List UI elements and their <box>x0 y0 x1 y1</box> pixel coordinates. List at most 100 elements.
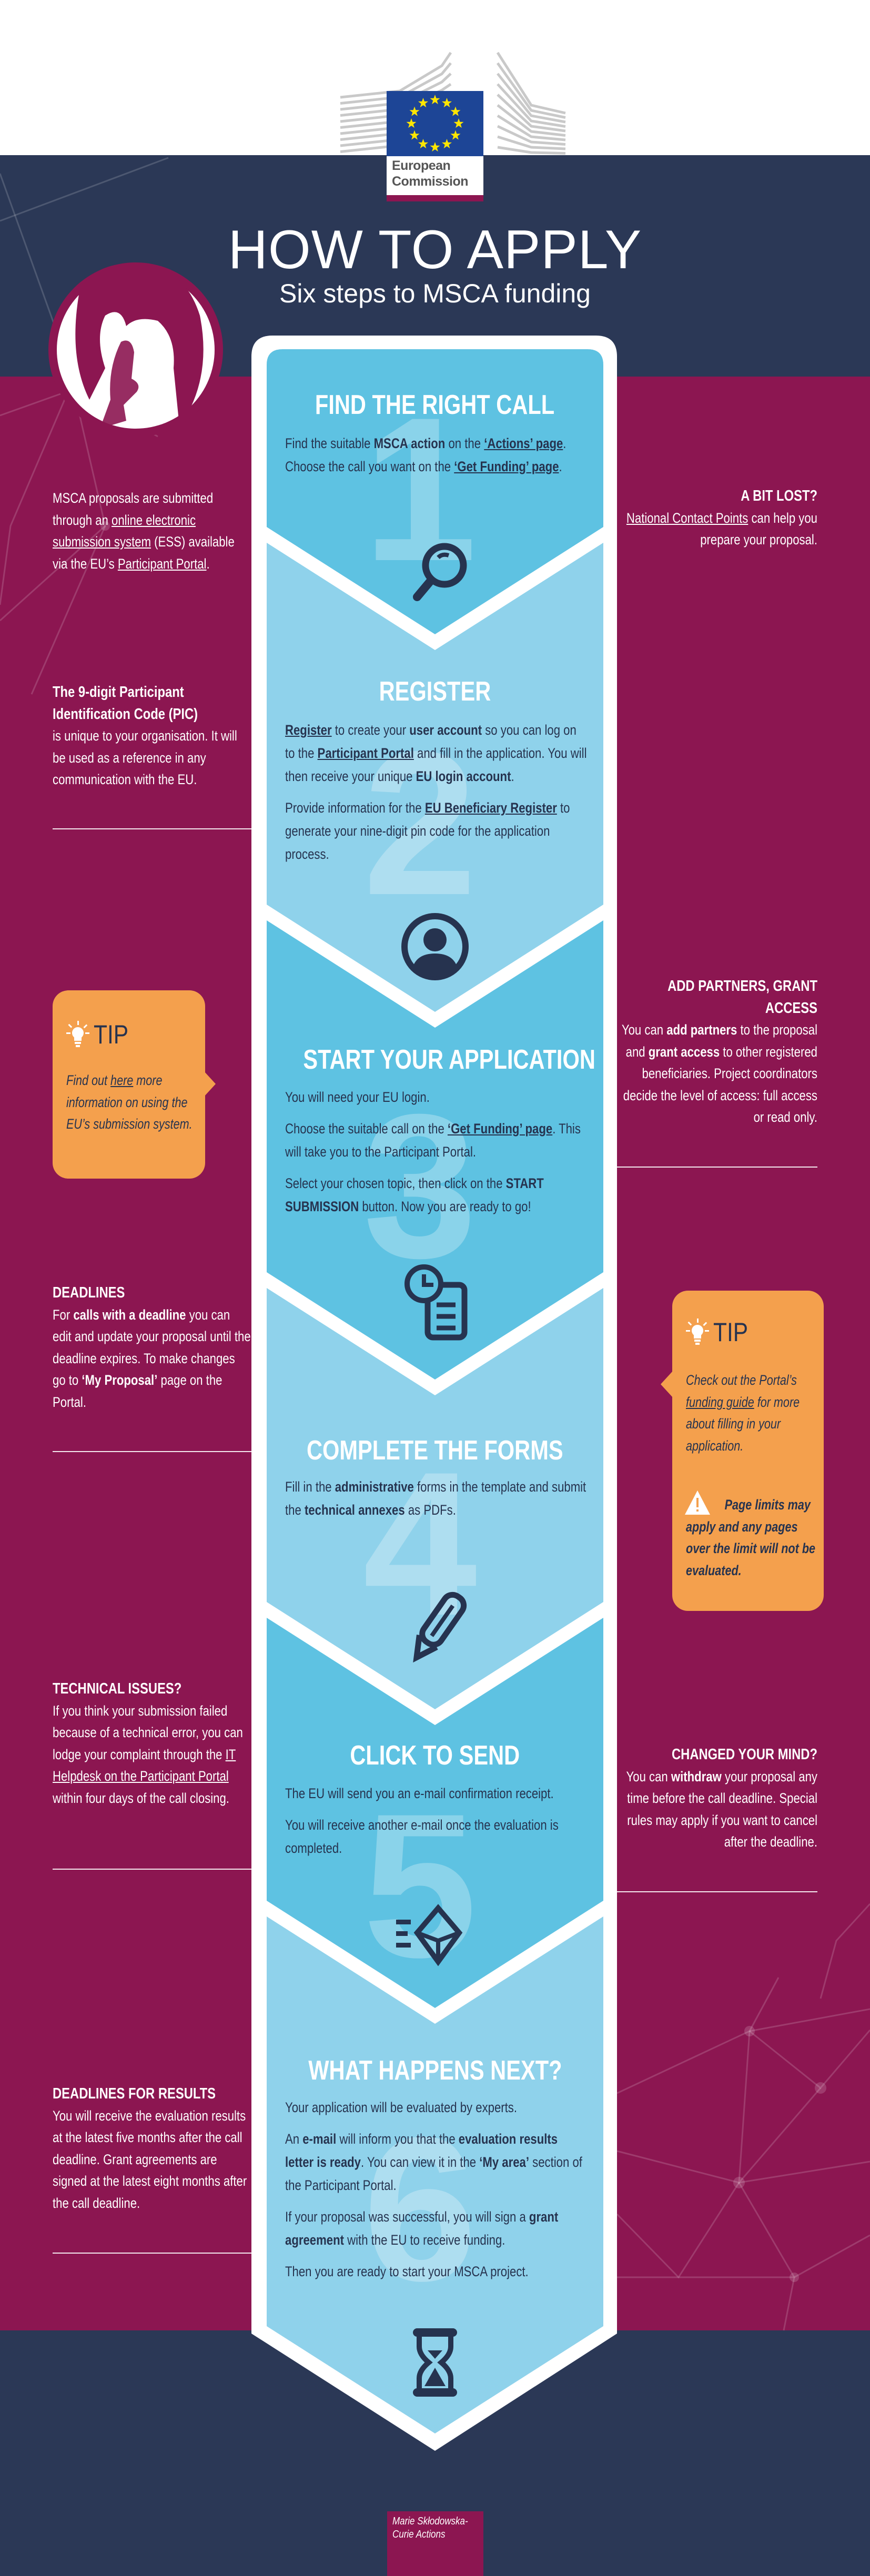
link[interactable]: EU Beneficiary Register <box>424 800 557 816</box>
step-title-text: FIND THE RIGHT CALL <box>315 390 555 420</box>
step-number: 3 <box>363 1071 477 1301</box>
text: more information on using the EU’s submi… <box>66 1072 193 1132</box>
eu-star-icon <box>450 106 461 116</box>
note-text: National Contact Points can help you pre… <box>619 508 817 551</box>
tip-box-funding-guide: TIP Check out the Portal’s funding guide… <box>661 1291 825 1611</box>
note-heading: TECHNICAL ISSUES? <box>53 1680 182 1697</box>
link[interactable]: IT Helpdesk on the Participant Portal <box>53 1746 236 1784</box>
link[interactable]: Participant Portal <box>317 745 414 761</box>
link[interactable]: National Contact Points <box>626 510 748 526</box>
text: forms in the template and submit the <box>285 1479 586 1518</box>
text: . You can view it in the <box>360 2154 480 2170</box>
eu-star-icon <box>418 98 428 108</box>
send-envelope-icon <box>396 1904 462 1966</box>
bold-text: EU login account <box>416 768 511 784</box>
note-heading: CHANGED YOUR MIND? <box>671 1746 817 1763</box>
text: button. Now you are ready to go! <box>359 1199 531 1214</box>
text: for more about filling in your applicati… <box>686 1394 800 1454</box>
step-number: 5 <box>363 1771 477 2000</box>
text: Then you are ready to start your MSCA pr… <box>285 2264 529 2279</box>
note-heading: The 9-digit Participant Identification C… <box>53 684 198 723</box>
link[interactable]: ‘Get Funding’ page <box>454 459 559 474</box>
step-title-text: WHAT HAPPENS NEXT? <box>308 2055 562 2086</box>
text: you can edit and update your proposal un… <box>53 1306 251 1388</box>
link[interactable]: ‘Get Funding’ page <box>447 1121 553 1137</box>
bold-text: ‘My Proposal’ <box>82 1372 158 1388</box>
step-body: Find the suitable MSCA action on the ‘Ac… <box>285 432 587 486</box>
note-text: You can add partners to the proposal and… <box>619 1019 817 1129</box>
magnifier-icon <box>413 543 467 601</box>
logo-line-1: European <box>392 158 451 173</box>
note-heading: ADD PARTNERS, GRANT ACCESS <box>667 978 817 1017</box>
clock-document-icon <box>404 1264 467 1341</box>
text: to create your <box>331 722 410 738</box>
tip-pointer <box>204 1071 216 1097</box>
step-title: START YOUR APPLICATION <box>267 1045 603 1074</box>
text: For <box>53 1306 74 1323</box>
left-note-1: MSCA proposals are submitted through an … <box>53 488 251 575</box>
text: as PDFs. <box>404 1502 456 1518</box>
step-paragraph: You will receive another e-mail once the… <box>285 1813 587 1860</box>
note-text: For calls with a deadline you can edit a… <box>53 1304 251 1414</box>
text: Your application will be evaluated by ex… <box>285 2100 518 2115</box>
tip-paragraph: Find out here more information on using … <box>66 1070 205 1135</box>
lightbulb-icon <box>686 1319 709 1345</box>
tip-box-submission-system: TIP Find out here more information on us… <box>53 990 216 1179</box>
text: can help you prepare your proposal. <box>700 510 817 548</box>
bold-text: evaluation results letter is ready <box>285 2131 558 2170</box>
step-paragraph: Find the suitable MSCA action on the ‘Ac… <box>285 432 587 478</box>
bold-text: grant access <box>648 1043 720 1060</box>
link[interactable]: funding guide <box>686 1394 754 1410</box>
step-panel-1 <box>267 349 603 634</box>
text: Select your chosen topic, then click on … <box>285 1175 506 1191</box>
link[interactable]: ‘Actions’ page <box>484 435 563 451</box>
note-text: MSCA proposals are submitted through an … <box>53 488 251 575</box>
step-number: 2 <box>363 708 477 938</box>
text: Find the suitable <box>285 435 374 451</box>
step-number: 6 <box>363 2094 477 2324</box>
link[interactable]: online electronic submission system <box>53 512 196 550</box>
note-text: You can withdraw your proposal any time … <box>619 1766 817 1853</box>
text: If your proposal was successful, you wil… <box>285 2209 529 2225</box>
note-heading: A BIT LOST? <box>741 488 817 504</box>
note-text: is unique to your organisation. It will … <box>53 725 251 791</box>
text: within four days of the call closing. <box>53 1790 229 1806</box>
note-text: You will receive the evaluation results … <box>53 2105 251 2215</box>
eu-star-icon <box>406 118 417 128</box>
step-paragraph: The EU will send you an e-mail confirmat… <box>285 1782 587 1805</box>
text: You will receive the evaluation results … <box>53 2107 247 2211</box>
step-title-text: START YOUR APPLICATION <box>303 1044 595 1075</box>
bold-text: technical annexes <box>304 1502 405 1518</box>
page-subtitle: Six steps to MSCA funding <box>279 279 591 308</box>
link[interactable]: Participant Portal <box>117 555 207 572</box>
tip-paragraph: Check out the Portal’s funding guide for… <box>686 1370 825 1457</box>
bold-text: administrative <box>335 1479 414 1495</box>
note-text: If you think your submission failed beca… <box>53 1700 251 1810</box>
text: to generate your nine-digit pin code for… <box>285 800 570 862</box>
note-heading: DEADLINES <box>53 1284 125 1301</box>
text: You can <box>626 1768 671 1784</box>
text: Choose the suitable call on the <box>285 1121 448 1137</box>
link[interactable]: here <box>110 1072 134 1088</box>
text: You will receive another e-mail once the… <box>285 1817 559 1856</box>
text: The EU will send you an e-mail confirmat… <box>285 1786 554 1801</box>
divider <box>53 2253 251 2254</box>
text: is unique to your organisation. It will … <box>53 728 237 787</box>
step-paragraph: Choose the suitable call on the ‘Get Fun… <box>285 1117 587 1163</box>
right-note-3: CHANGED YOUR MIND? You can withdraw your … <box>619 1744 817 1853</box>
bold-text: MSCA action <box>373 435 446 451</box>
divider <box>53 1451 251 1452</box>
right-note-1: A BIT LOST? National Contact Points can h… <box>619 485 817 551</box>
link[interactable]: Register <box>285 722 332 738</box>
step-title: CLICK TO SEND <box>267 1741 603 1770</box>
step-paragraph: You will need your EU login. <box>285 1086 587 1109</box>
bold-text: user account <box>409 722 482 738</box>
tip-pointer <box>661 1372 672 1397</box>
text: MSCA proposals are submitted through an <box>53 490 214 528</box>
bold-text: grant agreement <box>285 2209 559 2248</box>
text: An <box>285 2131 303 2147</box>
bold-text: ‘My area’ <box>479 2154 530 2170</box>
text: . <box>511 768 514 784</box>
text: on the <box>445 435 484 451</box>
